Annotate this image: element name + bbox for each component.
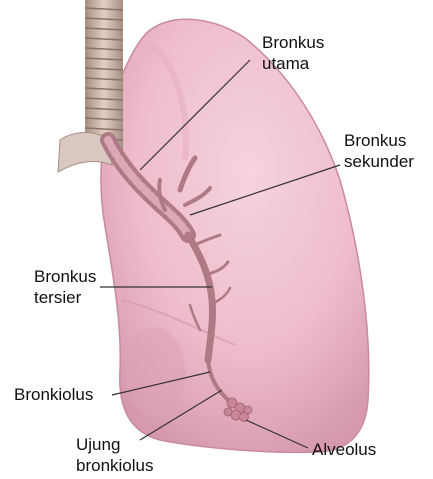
lung-lower-shadow: [125, 327, 185, 417]
label-bronkus-utama-line2: utama: [262, 53, 324, 74]
label-bronkus-utama: Bronkus utama: [262, 32, 324, 74]
label-bronkus-sekunder: Bronkus sekunder: [344, 130, 414, 172]
label-bronkiolus: Bronkiolus: [14, 384, 93, 405]
label-bronkus-tersier-line2: tersier: [34, 287, 96, 308]
label-ujung-bronkiolus-line1: Ujung: [76, 434, 154, 455]
label-bronkus-utama-line1: Bronkus: [262, 32, 324, 53]
label-ujung-bronkiolus-line2: bronkiolus: [76, 455, 154, 476]
label-ujung-bronkiolus: Ujung bronkiolus: [76, 434, 154, 476]
trachea: [85, 0, 123, 150]
label-alveolus: Alveolus: [312, 439, 376, 460]
label-bronkus-sekunder-line1: Bronkus: [344, 130, 414, 151]
label-bronkus-tersier: Bronkus tersier: [34, 266, 96, 308]
label-bronkus-tersier-line1: Bronkus: [34, 266, 96, 287]
label-bronkus-sekunder-line2: sekunder: [344, 151, 414, 172]
